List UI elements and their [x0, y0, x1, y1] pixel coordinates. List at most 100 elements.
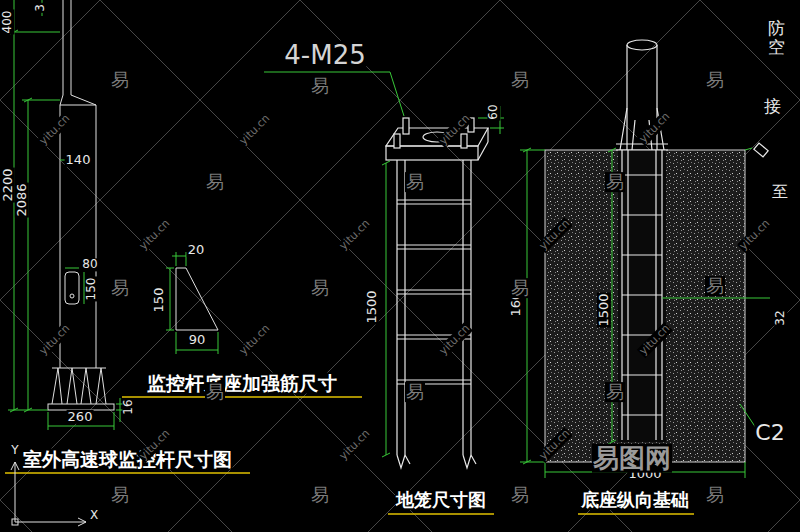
watermark-text: yitu.cn	[37, 322, 73, 358]
note-text: 防空	[768, 19, 785, 56]
watermark-text: 易	[705, 485, 725, 505]
pole-and-cage-part	[616, 149, 668, 150]
anchor-cage-part	[487, 128, 488, 142]
foundation-dimensions-part	[608, 148, 616, 152]
cage-dimensions-part	[264, 72, 404, 116]
cage-dimensions-part	[490, 128, 504, 129]
anchor-cage-part	[397, 379, 471, 380]
watermark-text: 易	[405, 172, 425, 192]
rib-dimensions	[166, 252, 218, 354]
cage-dimensions-part	[386, 163, 387, 455]
dimension-lines-part	[48, 426, 114, 427]
dimension-text: 32	[774, 309, 787, 326]
cage-dimensions-part	[382, 161, 390, 165]
pole-outline-part	[65, 272, 79, 304]
caption-underline-part	[5, 472, 250, 474]
watermark-text: 易	[310, 76, 330, 96]
dimension-text: 2200	[1, 167, 15, 202]
pole-and-cage-part	[622, 414, 662, 415]
foundation-dimensions-part	[745, 148, 752, 150]
watermark-grid-part	[0, 0, 232, 532]
pole-outline-part	[63, 0, 64, 95]
pole-outline-part	[52, 368, 106, 404]
ucs-icon-part	[11, 462, 86, 526]
caption-underline	[5, 397, 694, 514]
dimension-text: 260	[67, 410, 94, 424]
watermark-grid-part	[500, 0, 800, 532]
watermark-text: yitu.cn	[37, 112, 73, 148]
anchor-cage-part	[478, 142, 488, 160]
caption-underline-part	[122, 396, 362, 398]
watermark-text: 易	[205, 172, 225, 192]
anchor-cage	[386, 118, 488, 468]
foundation-dimensions-part	[523, 460, 531, 464]
anchor-cage-part	[394, 134, 400, 148]
dimension-text: 20	[187, 243, 206, 257]
watermark-text: 易	[605, 382, 625, 402]
foundation-dimensions	[520, 148, 770, 478]
watermark-text: yitu.cn	[437, 322, 473, 358]
dimension-text: 80	[81, 258, 98, 271]
watermark-grid-part	[300, 0, 800, 532]
cage-dimensions-part	[382, 453, 390, 457]
dimension-text: 2086	[15, 182, 29, 217]
caption-text: 监控杆底座加强筋尺寸	[146, 373, 338, 394]
watermark-text: yitu.cn	[437, 112, 473, 148]
pole-and-cage-part	[622, 374, 662, 375]
callout-text: 4-M25	[283, 41, 366, 70]
foundation-dimensions-part	[523, 148, 531, 152]
dimension-text: 1500	[597, 292, 611, 327]
dimension-lines-part	[120, 398, 121, 422]
dimension-text: 1500	[365, 289, 379, 324]
stiffener-rib-part	[176, 268, 218, 330]
dimension-lines-part	[48, 412, 49, 430]
watermark-text: 易	[510, 485, 530, 505]
dimension-lines	[8, 0, 124, 430]
anchor-cage-part	[397, 293, 471, 294]
rib-dimensions-part	[218, 332, 219, 354]
dimension-lines-part	[28, 100, 29, 410]
dimension-text: 140	[65, 153, 92, 167]
pole-and-cage-part	[754, 143, 768, 157]
watermark-text: 易	[510, 278, 530, 298]
watermark-text: yitu.cn	[237, 112, 273, 148]
watermark-text: yitu.cn	[237, 322, 273, 358]
foundation-dimensions-part	[520, 462, 545, 463]
note-text: 接	[763, 97, 782, 116]
watermark-grid-part	[168, 0, 700, 532]
watermark-text: yitu.cn	[537, 427, 573, 463]
caption-underline-part	[578, 513, 694, 515]
pole-outline-part	[70, 294, 74, 298]
pole-outline-part	[96, 105, 97, 368]
watermark-grid-part	[0, 0, 432, 532]
dimension-text: 90	[188, 333, 207, 347]
watermark-text: 易	[205, 382, 225, 402]
foundation-dimensions-part	[520, 150, 545, 151]
dimension-lines-part	[65, 268, 79, 269]
cage-dimensions	[264, 72, 504, 457]
anchor-cage-part	[397, 244, 471, 245]
note-text: 至	[771, 183, 789, 201]
watermark-text: 易	[510, 70, 530, 90]
concrete-foundation-part	[618, 150, 666, 442]
dimension-lines-part	[8, 32, 60, 33]
pole-outline-part	[52, 368, 106, 369]
ucs-icon-part	[12, 519, 18, 525]
foundation-dimensions-part	[745, 462, 746, 478]
rib-dimensions-part	[176, 350, 218, 351]
watermark-grid-part	[0, 0, 500, 532]
anchor-cage-part	[397, 199, 471, 200]
dimension-text: 400	[1, 10, 14, 35]
anchor-cage-part	[461, 134, 467, 148]
anchor-cage-part	[397, 455, 476, 468]
anchor-cage-part	[397, 289, 471, 290]
dimension-text: 150	[152, 287, 166, 314]
rib-dimensions-part	[172, 256, 186, 257]
watermark-text: yitu.cn	[537, 217, 573, 253]
watermark-text: 易	[110, 70, 130, 90]
watermark-grid-part	[368, 0, 800, 532]
anchor-cage-part	[397, 248, 471, 249]
watermark-text: 易图网	[592, 444, 672, 473]
